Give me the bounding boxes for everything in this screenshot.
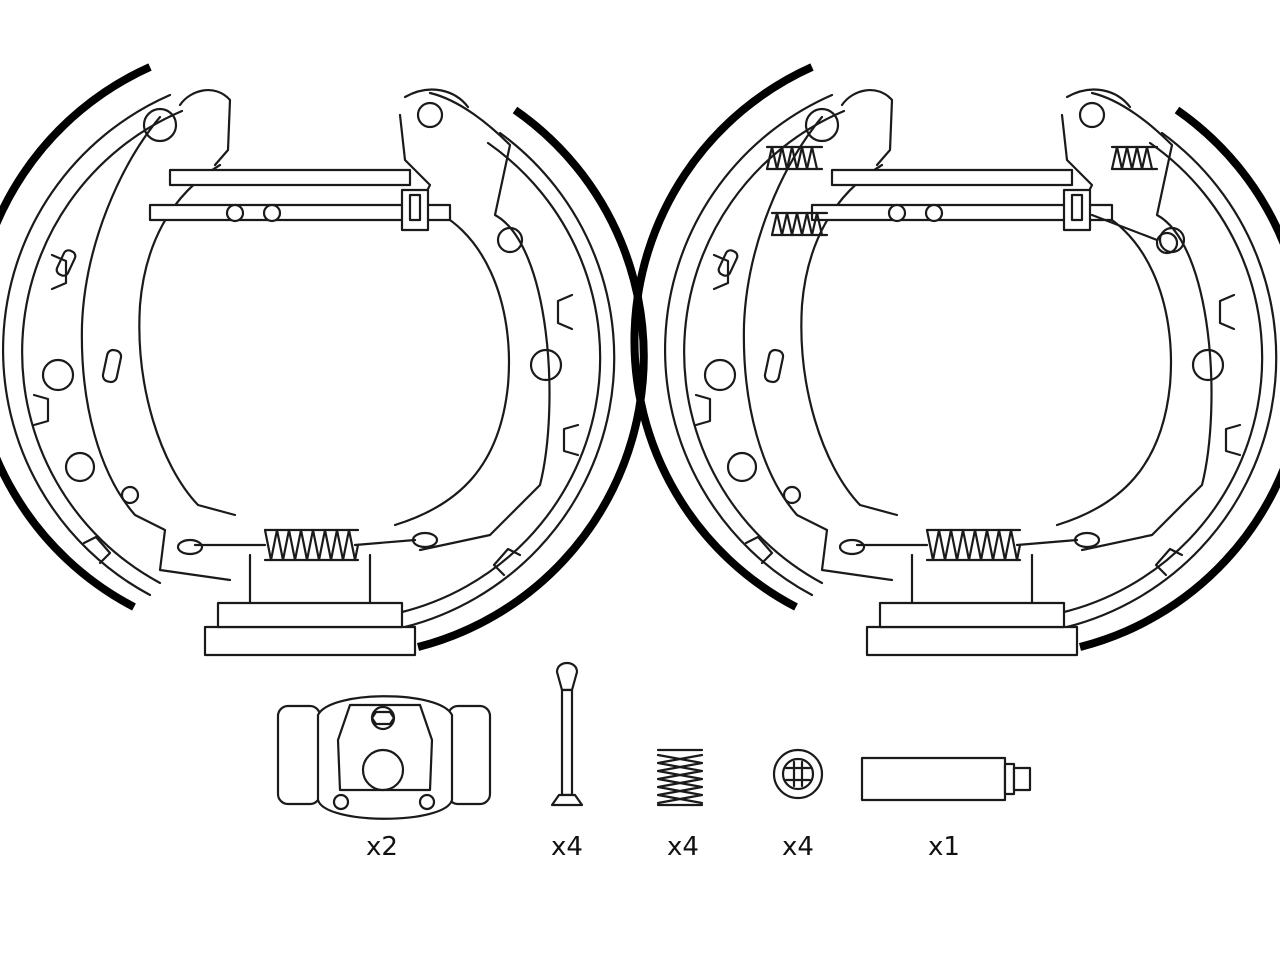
hold-down-spring bbox=[656, 748, 704, 807]
qty-wheel-cylinder: x2 bbox=[366, 832, 398, 862]
qty-hold-down-cup: x4 bbox=[782, 832, 814, 862]
wheel-cylinder bbox=[276, 695, 492, 820]
hold-down-pin bbox=[550, 661, 584, 807]
qty-grease-tube: x1 bbox=[928, 832, 960, 862]
hold-down-cup bbox=[772, 748, 824, 800]
left-brake-shoe-assembly bbox=[0, 67, 644, 655]
qty-hold-down-spring: x4 bbox=[667, 832, 699, 862]
grease-tube bbox=[860, 756, 1032, 802]
right-brake-shoe-assembly bbox=[634, 67, 1280, 655]
qty-hold-down-pin: x4 bbox=[551, 832, 583, 862]
